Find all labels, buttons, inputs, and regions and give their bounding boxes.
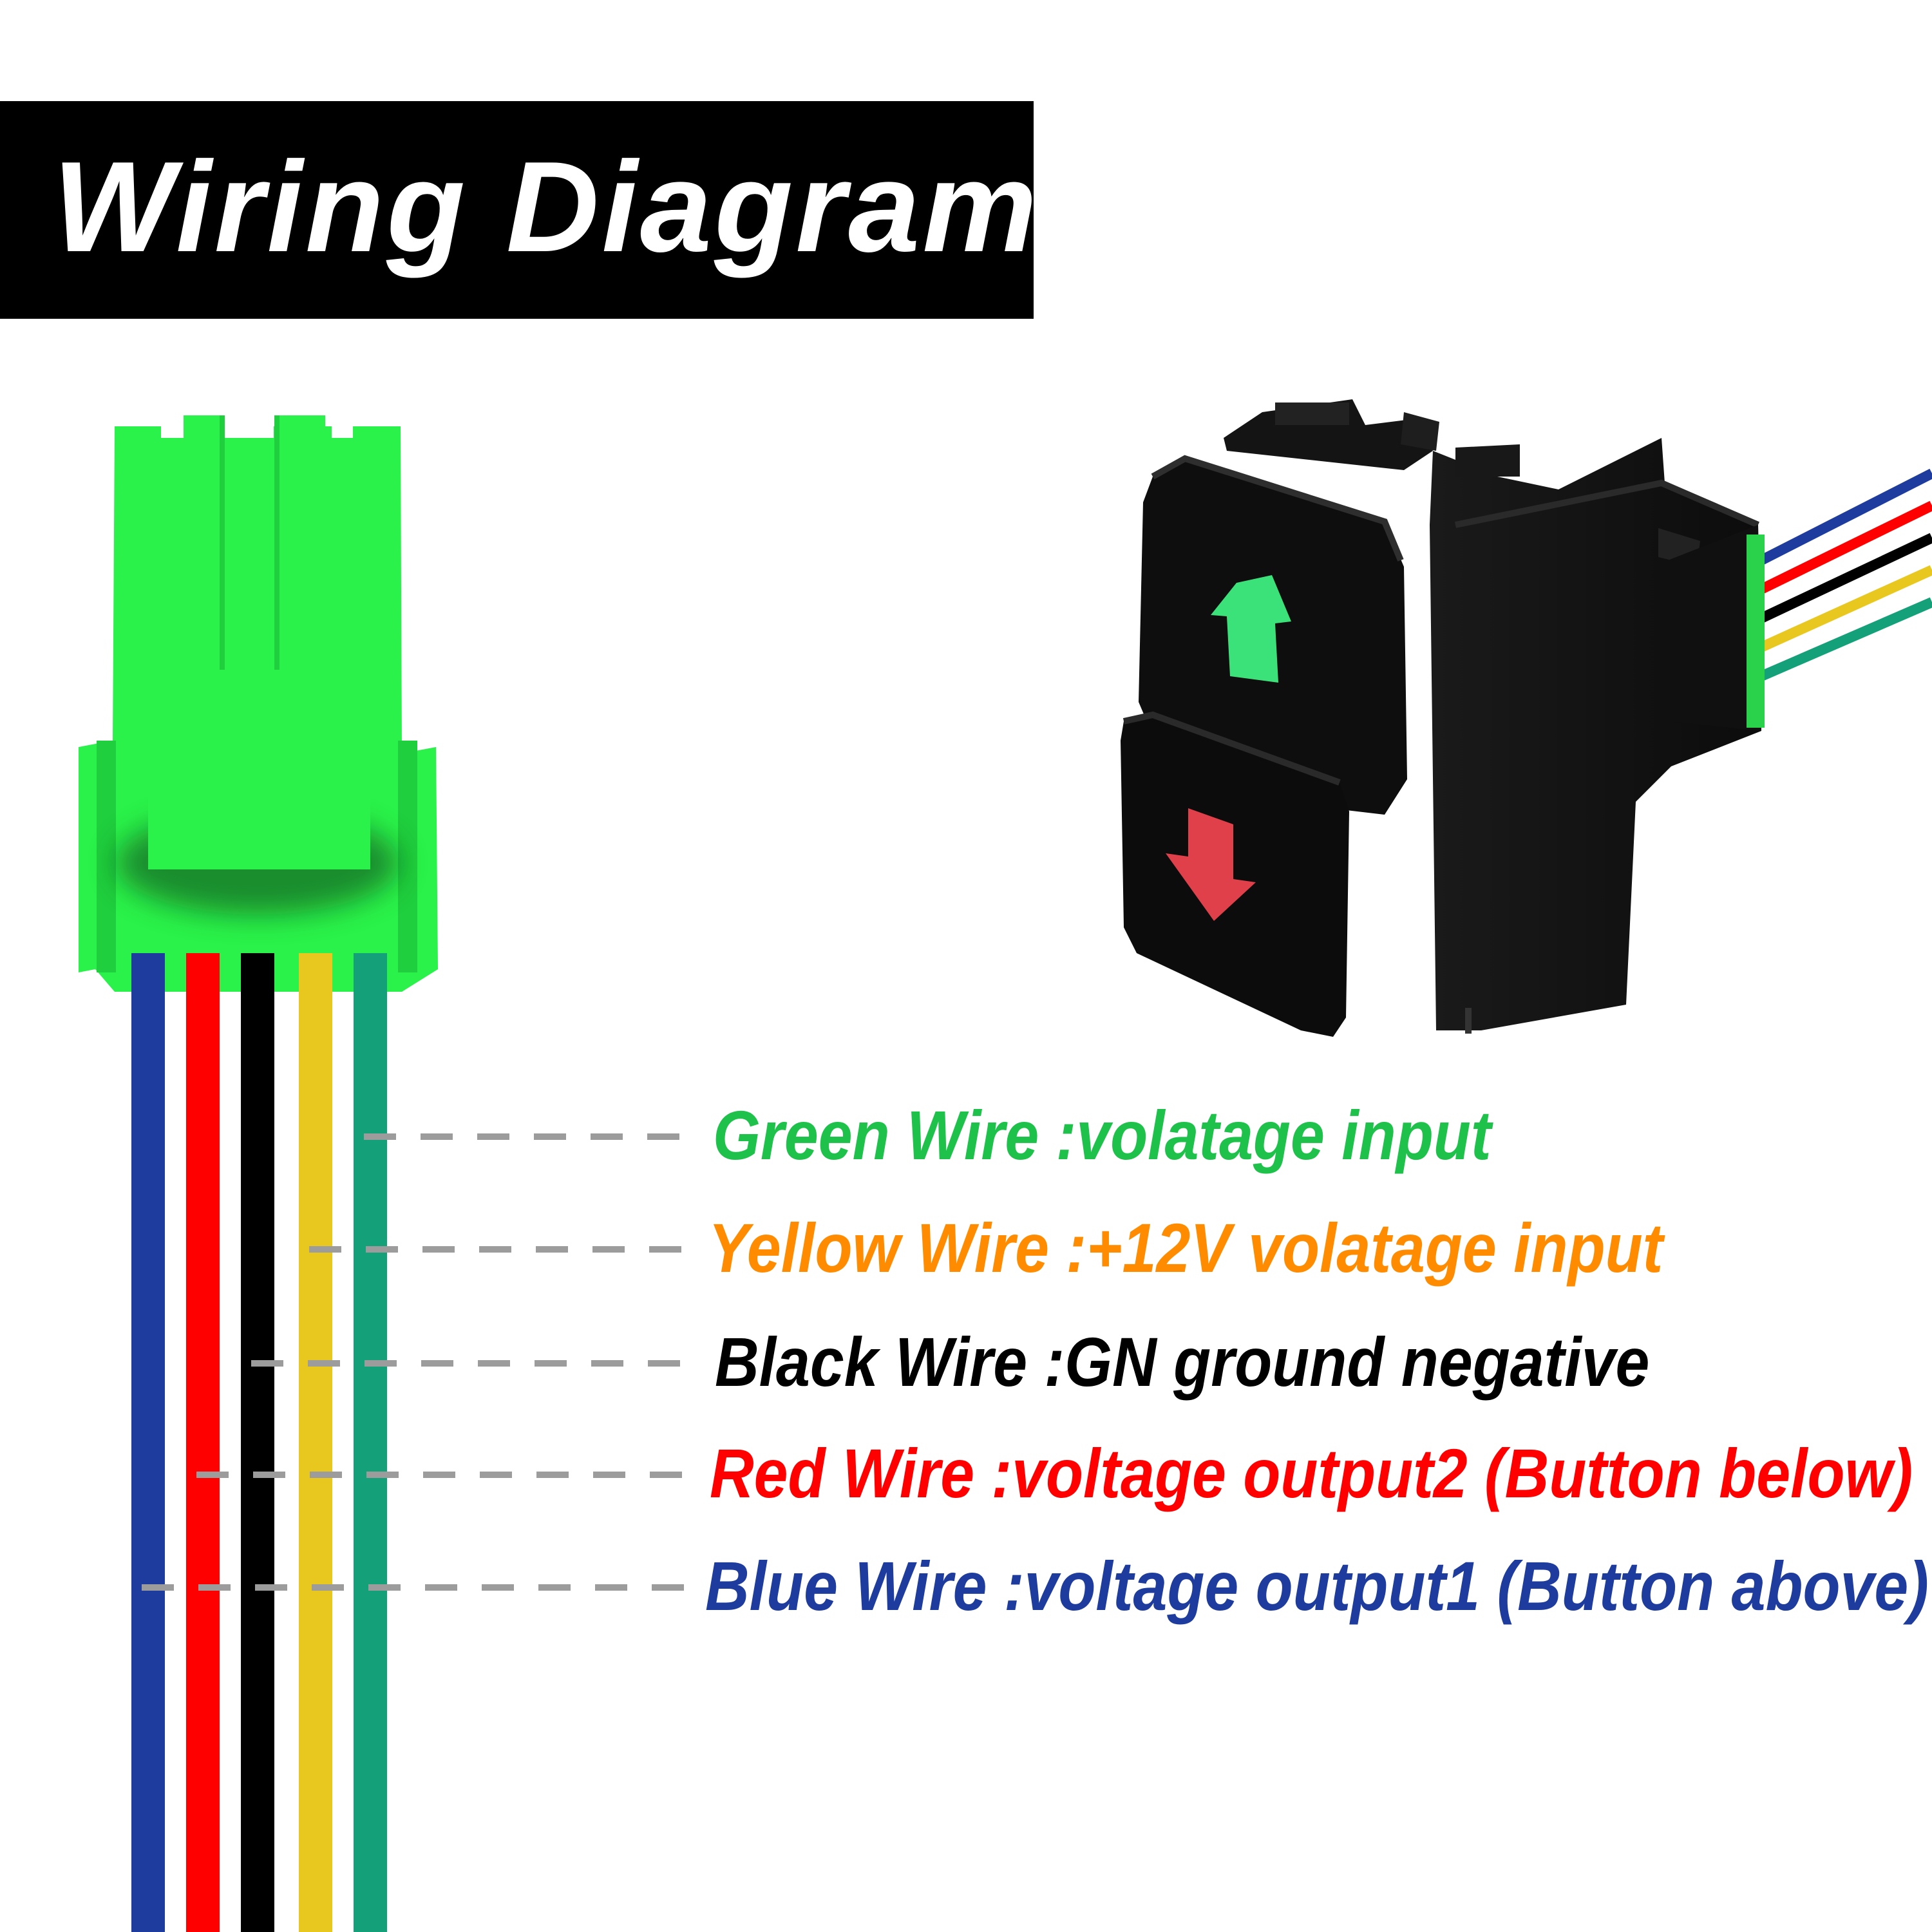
rocker-switch	[1121, 399, 1765, 1037]
connector-wires	[131, 953, 387, 1932]
wire-black	[241, 953, 274, 1932]
arrow-down-icon	[1166, 808, 1256, 921]
wire-green	[354, 953, 387, 1932]
wire-label-blue: Blue Wire :voltage output1 (Button above…	[705, 1547, 1929, 1625]
switch-wire-red	[1759, 500, 1932, 594]
upper-button[interactable]	[1139, 455, 1407, 815]
wire-blue	[131, 953, 165, 1932]
wire-red	[186, 953, 220, 1932]
wire-label-black: Black Wire :GN ground negative	[715, 1323, 1650, 1401]
leader-lines	[142, 1133, 701, 1591]
switch-wire-black	[1759, 533, 1932, 623]
wire-yellow	[299, 953, 332, 1932]
connector-housing	[79, 415, 438, 992]
switch-wires	[1759, 468, 1932, 681]
switch-wire-green	[1759, 597, 1932, 681]
switch-wire-blue	[1759, 468, 1932, 565]
connector-latch	[116, 415, 399, 914]
title-banner: Wiring Diagram	[0, 101, 1037, 319]
arrow-up-icon	[1211, 575, 1291, 683]
wire-label-green: Green Wire :volatage input	[713, 1096, 1492, 1174]
switch-wire-yellow	[1759, 565, 1932, 652]
page-title: Wiring Diagram	[53, 135, 1040, 279]
wire-label-red: Red Wire :voltage output2 (Button below)	[710, 1434, 1913, 1512]
wire-label-yellow: Yellow Wire :+12V volatage input	[708, 1209, 1663, 1287]
lower-button[interactable]	[1121, 711, 1349, 1037]
